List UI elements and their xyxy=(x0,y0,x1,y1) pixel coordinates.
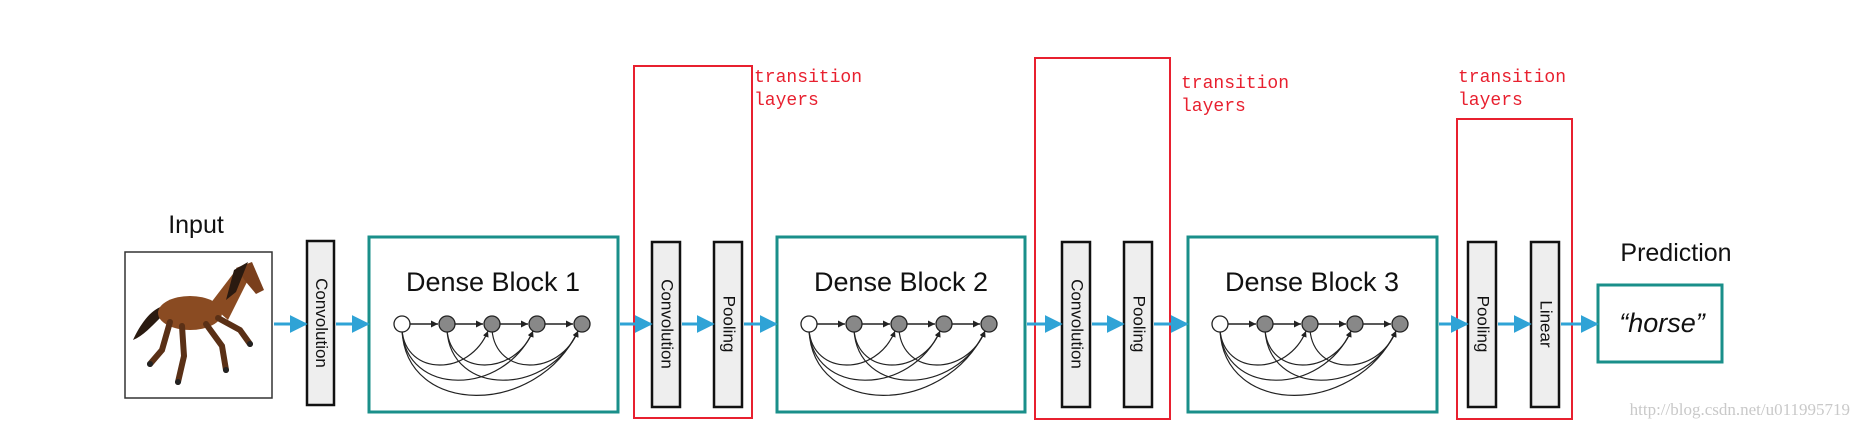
dense-input-node xyxy=(393,315,411,333)
dense-graph-3 xyxy=(1211,315,1409,396)
final-pooling-layer: Pooling xyxy=(1466,240,1498,409)
skip-connection xyxy=(808,329,986,396)
horse-icon xyxy=(133,262,264,385)
dense-layer-node xyxy=(1391,315,1409,333)
skip-connection xyxy=(1264,329,1397,381)
skip-connection xyxy=(808,329,896,366)
dense-block-3-label: Dense Block 3 xyxy=(1225,267,1399,297)
transition-1-convolution-layer: Convolution xyxy=(650,240,682,409)
linear-layer: Linear xyxy=(1529,240,1561,409)
watermark: http://blog.csdn.net/u011995719 xyxy=(1630,400,1850,419)
dense-layer-node xyxy=(890,315,908,333)
transition-2-convolution-layer: Convolution xyxy=(1060,240,1092,409)
dense-block-2: Dense Block 2 xyxy=(775,235,1027,414)
transition-2-pooling-label: Pooling xyxy=(1130,296,1149,353)
dense-layer-node xyxy=(528,315,546,333)
skip-connection xyxy=(1264,329,1352,366)
transition-1-annotation: transition layers xyxy=(754,68,873,111)
skip-connection xyxy=(1219,329,1397,396)
skip-connection xyxy=(853,329,986,381)
transition-3-annotation: transition layers xyxy=(1458,68,1577,111)
skip-connection xyxy=(898,329,986,366)
dense-layer-node xyxy=(845,315,863,333)
input-label: Input xyxy=(168,211,224,239)
skip-connection xyxy=(808,329,941,381)
dense-block-1-label: Dense Block 1 xyxy=(406,267,580,297)
transition-layers-2: transition layers Convolution Pooling xyxy=(1034,57,1300,420)
dense-block-2-label: Dense Block 2 xyxy=(814,267,988,297)
prediction-box: “horse” xyxy=(1596,283,1724,364)
skip-connection xyxy=(401,329,579,396)
dense-layer-node xyxy=(438,315,456,333)
transition-2-convolution-label: Convolution xyxy=(1068,279,1087,369)
transition-3-annotation-line-1: transition xyxy=(1458,68,1566,88)
final-pooling-label: Pooling xyxy=(1474,296,1493,353)
dense-block-3: Dense Block 3 xyxy=(1186,235,1439,414)
dense-block-1: Dense Block 1 xyxy=(367,235,620,414)
skip-connection xyxy=(1219,329,1307,366)
transition-2-annotation-line-2: layers xyxy=(1181,97,1246,117)
prediction-value: “horse” xyxy=(1619,308,1706,338)
transition-3-annotation-line-2: layers xyxy=(1458,91,1523,111)
dense-input-node xyxy=(1211,315,1229,333)
input-image xyxy=(124,251,273,399)
stem-convolution-layer: Convolution xyxy=(305,239,336,407)
dense-layer-node xyxy=(1256,315,1274,333)
dense-graph-1 xyxy=(393,315,591,396)
skip-connection xyxy=(401,329,534,381)
dense-graph-2 xyxy=(800,315,998,396)
transition-1-convolution-label: Convolution xyxy=(658,279,677,369)
dense-layer-node xyxy=(483,315,501,333)
transition-2-annotation: transition layers xyxy=(1181,74,1300,117)
transition-2-pooling-layer: Pooling xyxy=(1122,240,1154,409)
transition-layers-3: transition layers Pooling Linear xyxy=(1456,68,1577,420)
transition-1-pooling-label: Pooling xyxy=(720,296,739,353)
skip-connection xyxy=(401,329,489,366)
transition-1-pooling-layer: Pooling xyxy=(712,240,744,409)
skip-connection xyxy=(491,329,579,366)
transition-2-annotation-line-1: transition xyxy=(1181,74,1289,94)
linear-label: Linear xyxy=(1537,300,1556,348)
dense-layer-node xyxy=(1301,315,1319,333)
dense-input-node xyxy=(800,315,818,333)
stem-convolution-label: Convolution xyxy=(312,278,331,368)
transition-1-annotation-line-1: transition xyxy=(754,68,862,88)
transition-layers-1: transition layers Convolution Pooling xyxy=(633,65,873,419)
skip-connection xyxy=(446,329,579,381)
skip-connection xyxy=(1219,329,1352,381)
dense-layer-node xyxy=(935,315,953,333)
skip-connection xyxy=(1309,329,1397,366)
transition-1-annotation-line-2: layers xyxy=(754,91,819,111)
skip-connection xyxy=(853,329,941,366)
dense-layer-node xyxy=(573,315,591,333)
prediction-label: Prediction xyxy=(1620,239,1731,267)
dense-layer-node xyxy=(980,315,998,333)
skip-connection xyxy=(446,329,534,366)
dense-layer-node xyxy=(1346,315,1364,333)
